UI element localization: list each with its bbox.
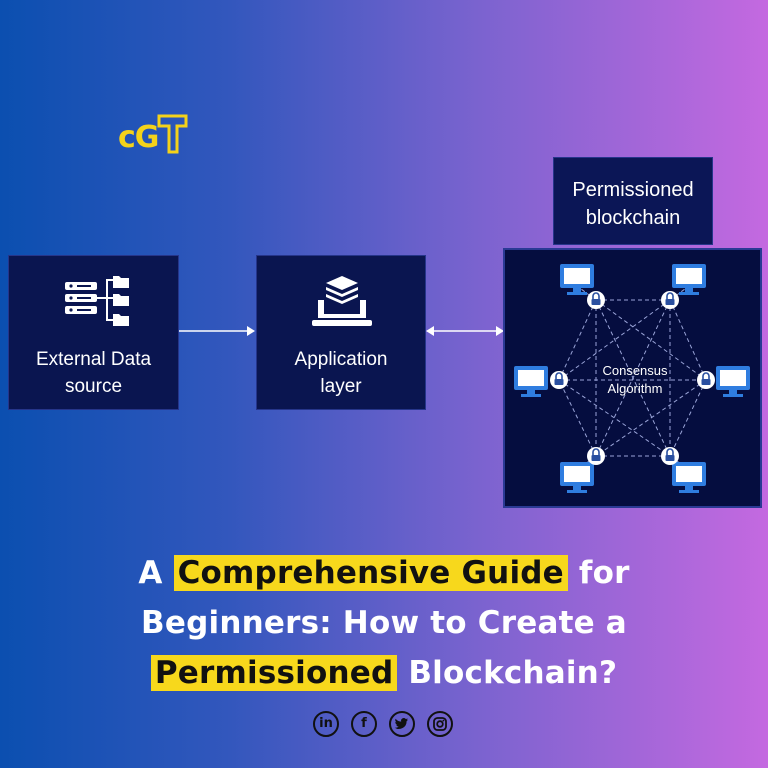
lock-icon <box>660 290 680 310</box>
twitter-icon[interactable] <box>389 711 415 737</box>
linkedin-icon[interactable]: in <box>313 711 339 737</box>
lock-icon <box>549 370 569 390</box>
consensus-label: Consensus Algorithm <box>575 362 695 398</box>
blockchain-title-line1: Permissioned <box>572 179 694 201</box>
lock-icon <box>660 446 680 466</box>
external-data-label: External Data source <box>9 346 178 400</box>
laptop-layers-icon <box>312 276 372 326</box>
node-monitor-icon <box>514 366 548 397</box>
headline-line1-pre: A <box>138 555 174 591</box>
node-monitor-icon <box>672 462 706 493</box>
logo-t-icon <box>157 114 188 154</box>
brand-logo: cG <box>118 112 198 156</box>
headline-highlight-2: Permissioned <box>150 655 398 691</box>
node-monitor-icon <box>672 264 706 295</box>
arrow-external-to-app <box>179 326 255 336</box>
blockchain-title: Permissioned blockchain <box>554 176 712 232</box>
consensus-line2: Algorithm <box>607 381 663 396</box>
twitter-bird-glyph <box>394 718 408 729</box>
blockchain-title-line2: blockchain <box>585 207 681 229</box>
social-links: in f <box>313 711 457 741</box>
headline-line3-post: Blockchain? <box>397 655 618 691</box>
external-label-line1: External Data <box>35 349 152 370</box>
node-monitor-icon <box>716 366 750 397</box>
application-layer-label: Application layer <box>257 346 425 400</box>
lock-icon <box>586 446 606 466</box>
application-layer-box: Application layer <box>256 255 426 410</box>
lock-icon <box>586 290 606 310</box>
blockchain-network-box: Consensus Algorithm <box>503 248 762 508</box>
facebook-icon[interactable]: f <box>351 711 377 737</box>
instagram-glyph <box>433 717 447 731</box>
permissioned-blockchain-title-box: Permissioned blockchain <box>553 157 713 245</box>
instagram-icon[interactable] <box>427 711 453 737</box>
headline-line1: A Comprehensive Guide for <box>0 548 768 598</box>
external-label-line2: source <box>64 376 123 397</box>
server-folders-icon <box>65 276 129 326</box>
consensus-line1: Consensus <box>602 363 668 378</box>
node-monitor-icon <box>560 462 594 493</box>
headline-line3: Permissioned Blockchain? <box>0 648 768 698</box>
logo-text: cG <box>118 120 159 155</box>
lock-icon <box>696 370 716 390</box>
headline-highlight-1: Comprehensive Guide <box>173 555 568 591</box>
headline-line1-post: for <box>567 555 630 591</box>
node-monitor-icon <box>560 264 594 295</box>
external-data-source-box: External Data source <box>8 255 179 410</box>
page-headline: A Comprehensive Guide for Beginners: How… <box>0 548 768 698</box>
application-label-line1: Application <box>294 349 388 370</box>
application-label-line2: layer <box>320 376 362 397</box>
consensus-network-graph <box>514 264 750 493</box>
arrow-app-to-blockchain <box>426 326 504 336</box>
headline-line2: Beginners: How to Create a <box>141 605 627 641</box>
